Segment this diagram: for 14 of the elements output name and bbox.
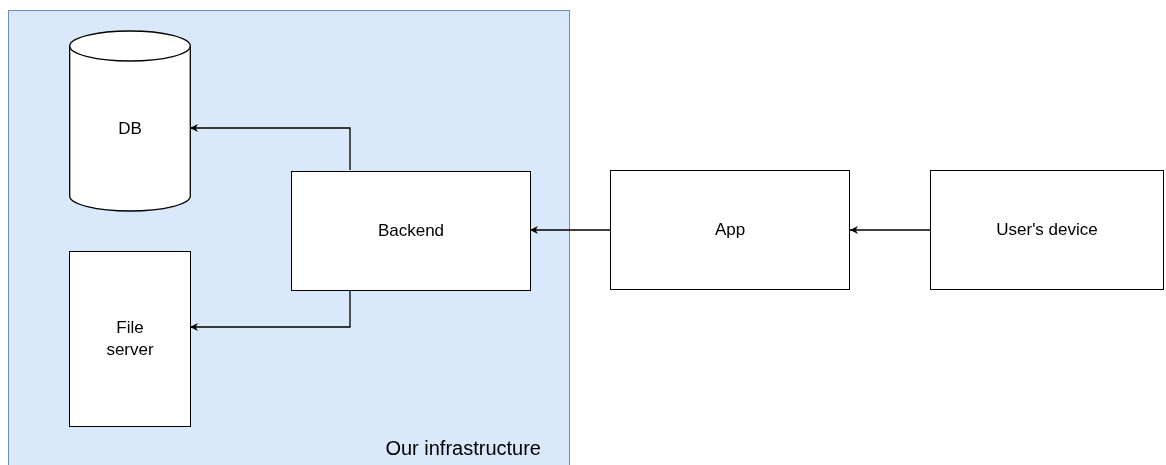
group-container	[8, 10, 570, 465]
process-box	[930, 170, 1164, 290]
node-label: App	[714, 218, 746, 241]
node-label: Backend	[377, 219, 445, 242]
group-label: Our infrastructure	[385, 436, 541, 461]
arrow	[529, 226, 611, 234]
node-label: DB	[118, 117, 142, 140]
process-box	[291, 171, 531, 291]
arrow	[849, 226, 931, 234]
node-label: User's device	[996, 218, 1098, 241]
node-label: File server	[105, 316, 155, 361]
arrow	[189, 289, 351, 331]
process-box	[610, 170, 850, 290]
process-box	[69, 251, 191, 427]
